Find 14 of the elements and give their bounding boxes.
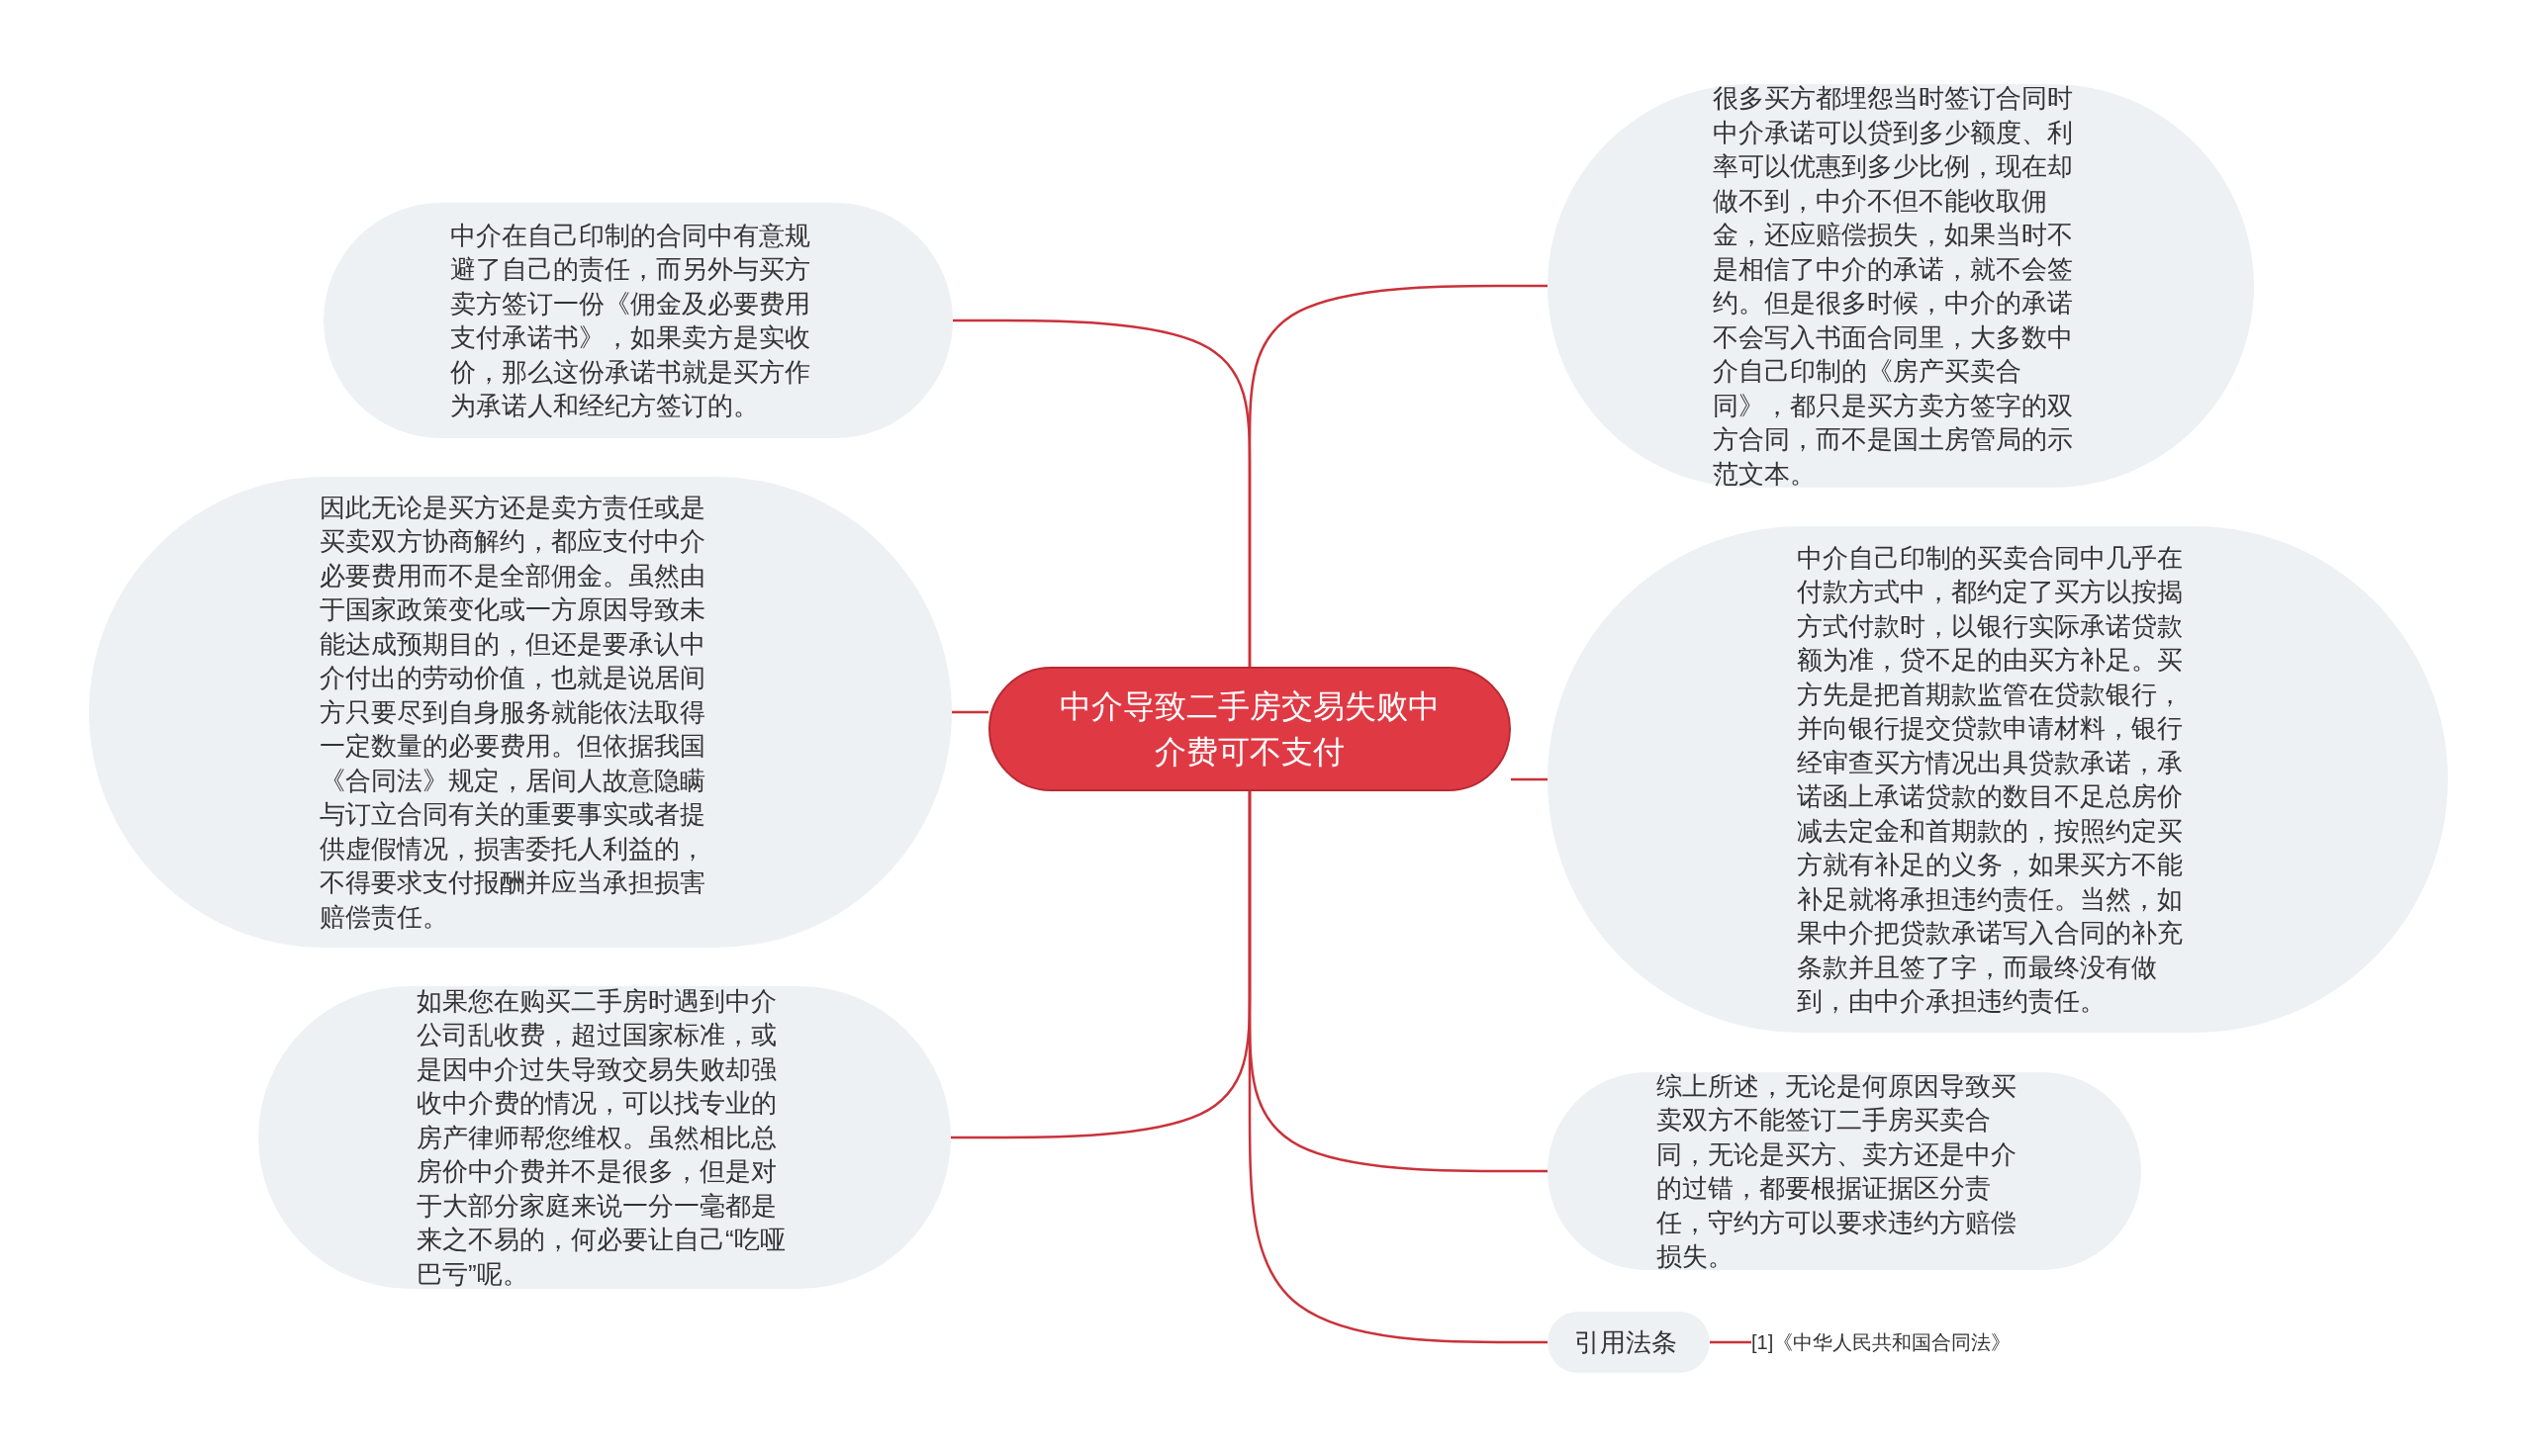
topic-text: 综上所述，无论是何原因导致买卖双方不能签订二手房买卖合同，无论是买方、卖方还是中介的过错，都要根据证据区分责任，守约方可以要求违约方赔偿损失。 [1656, 1069, 2017, 1273]
topic-text: 引用法条 [1574, 1325, 1678, 1359]
topic-text: 很多买方都埋怨当时签订合同时中介承诺可以贷到多少额度、利率可以优惠到多少比例，现在却做不到，中介不但不能收取佣金，还应赔偿损失，如果当时不是相信了中介的承诺，就不会签约。但是很多时候，中介的承诺不会写入书面合同里，大多数中介自己印制的《房产买卖合同》，都只是买方卖方签字的双方合同，而不是国土房管局的示范文本。 [1713, 82, 2074, 491]
connector-line [1248, 284, 1548, 667]
connector-line [1710, 1340, 1751, 1344]
connector-line [952, 710, 988, 714]
topic-text: 中介在自己印制的合同中有意规避了自己的责任，而另外与买方卖方签订一份《佣金及必要费用支付承诺书》，如果卖方是实收价，那么这份承诺书就是买方作为承诺人和经纪方签订的。 [450, 219, 811, 422]
topic-text: 中介自己印制的买卖合同中几乎在付款方式中，都约定了买方以按揭方式付款时，以银行实际承诺贷款额为准，贷不足的由买方补足。买方先是把首期款监管在贷款银行，并向银行提交贷款申请材料，银行经审查买方情况出具贷款承诺，承诺函上承诺贷款的数目不足总房价减去定金和首期款的，按照约定买方就有补足的义务，如果买方不能补足就将承担违约责任。当然，如果中介把贷款承诺写入合同的补充条款并且签了字，而最终没有做到，由中介承担违约责任。 [1797, 541, 2184, 1018]
topic-title: 中介导致二手房交易失败中介费可不支付 [1059, 687, 1441, 772]
connector-line [1248, 791, 1548, 1344]
topic-text: 因此无论是买方还是卖方责任或是买卖双方协商解约，都应支付中介必要费用而不是全部佣金。虽然由于国家政策变化或一方原因导致未能达成预期目的，但还是要承认中介付出的劳动价值，也就是说居间方只要尽到自身服务就能依法取得一定数量的必要费用。但依据我国《合同法》规定，居间人故意隐瞒与订立合同有关的重要事实或者提供虚假情况，损害委托人利益的，不得要求支付报酬并应当承担损害赔偿责任。 [320, 491, 706, 934]
connector-line [1511, 777, 1548, 781]
citation-text: [1]《中华人民共和国合同法》 [1751, 1330, 2013, 1355]
topic-text: 如果您在购买二手房时遇到中介公司乱收费，超过国家标准，或是因中介过失导致交易失败却强收中介费的情况，可以找专业的房产律师帮您维权。虽然相比总房价中介费并不是很多，但是对于大部分家庭来说一分一毫都是来之不易的，何必要让自己“吃哑巴亏”呢。 [417, 984, 787, 1291]
